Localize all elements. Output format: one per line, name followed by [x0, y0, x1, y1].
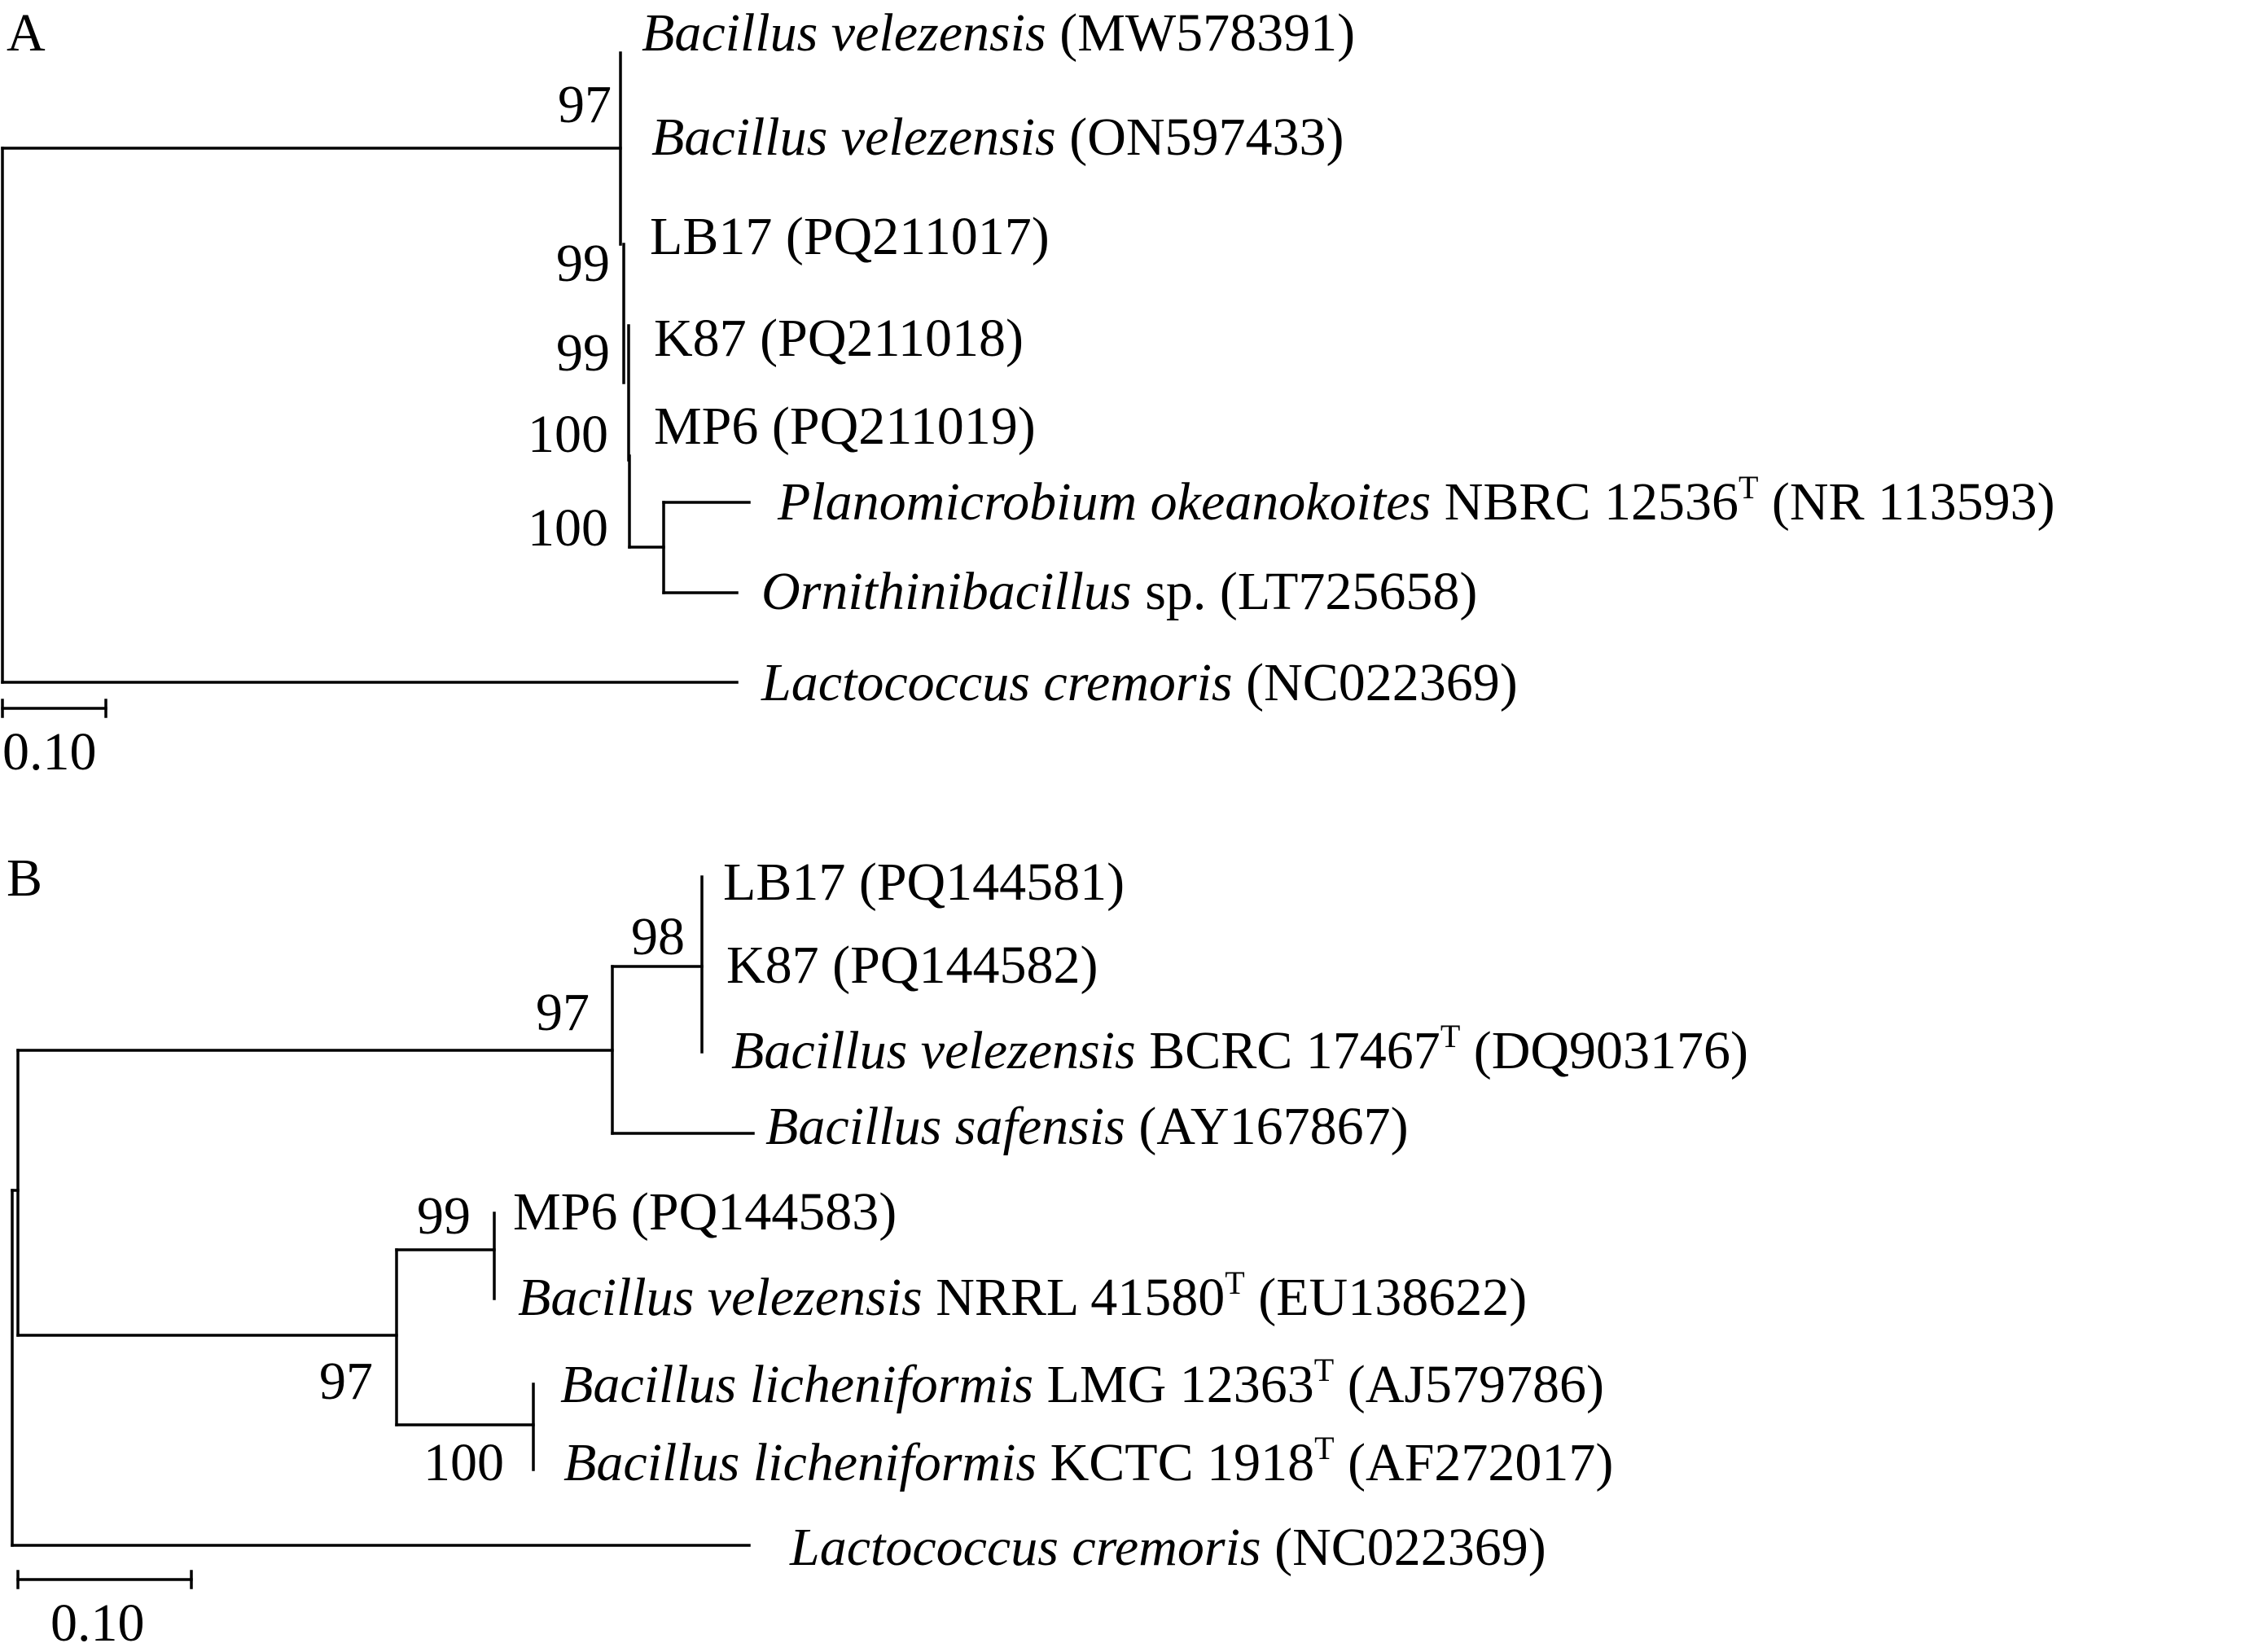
- support-value: 98: [631, 907, 685, 966]
- taxon-label: Bacillus velezensis NRRL 41580T (EU13862…: [518, 1264, 1527, 1327]
- support-value: 100: [423, 1433, 504, 1492]
- taxon-label: MP6 (PQ211019): [654, 397, 1036, 456]
- taxon-label: K87 (PQ211018): [654, 309, 1024, 368]
- panel-a-label: A: [7, 3, 46, 63]
- taxon-label: Bacillus licheniformis LMG 12363T (AJ579…: [560, 1352, 1604, 1414]
- panel-a: A 0.10 97 99 99 100 100 Bacillus velez: [1, 3, 2055, 782]
- panel-b: B 0.10 98 97 99: [7, 848, 1748, 1652]
- panel-b-label: B: [7, 848, 42, 908]
- support-value: 97: [558, 75, 612, 134]
- panel-b-branches: [11, 875, 755, 1589]
- support-value: 100: [528, 405, 608, 464]
- taxon-label: Bacillus velezensis (ON597433): [651, 107, 1344, 167]
- taxon-label: Bacillus licheniformis KCTC 1918T (AF272…: [563, 1430, 1613, 1492]
- scale-bar-a-label: 0.10: [2, 722, 97, 782]
- support-value: 97: [536, 983, 590, 1042]
- taxon-label: LB17 (PQ211017): [650, 207, 1050, 266]
- taxon-label: K87 (PQ144582): [726, 936, 1098, 995]
- scale-bar-b-label: 0.10: [50, 1593, 145, 1652]
- taxon-label: Planomicrobium okeanokoites NBRC 12536T …: [777, 469, 2055, 532]
- support-value: 97: [319, 1352, 373, 1411]
- taxon-label: Ornithinibacillus sp. (LT725658): [761, 562, 1477, 621]
- taxon-label: Lactococcus cremoris (NC022369): [789, 1518, 1546, 1577]
- panel-a-branches: [1, 51, 751, 718]
- taxon-label: Bacillus safensis (AY167867): [765, 1097, 1409, 1156]
- support-value: 100: [528, 498, 608, 558]
- taxon-label: Bacillus velezensis (MW578391): [642, 3, 1355, 63]
- taxon-label: LB17 (PQ144581): [723, 852, 1125, 912]
- taxon-label: MP6 (PQ144583): [513, 1182, 897, 1242]
- taxon-label: Lactococcus cremoris (NC022369): [761, 653, 1518, 712]
- support-value: 99: [556, 234, 610, 293]
- taxon-label: Bacillus velezensis BCRC 17467T (DQ90317…: [731, 1018, 1748, 1080]
- support-value: 99: [417, 1186, 471, 1246]
- support-value: 99: [556, 323, 610, 383]
